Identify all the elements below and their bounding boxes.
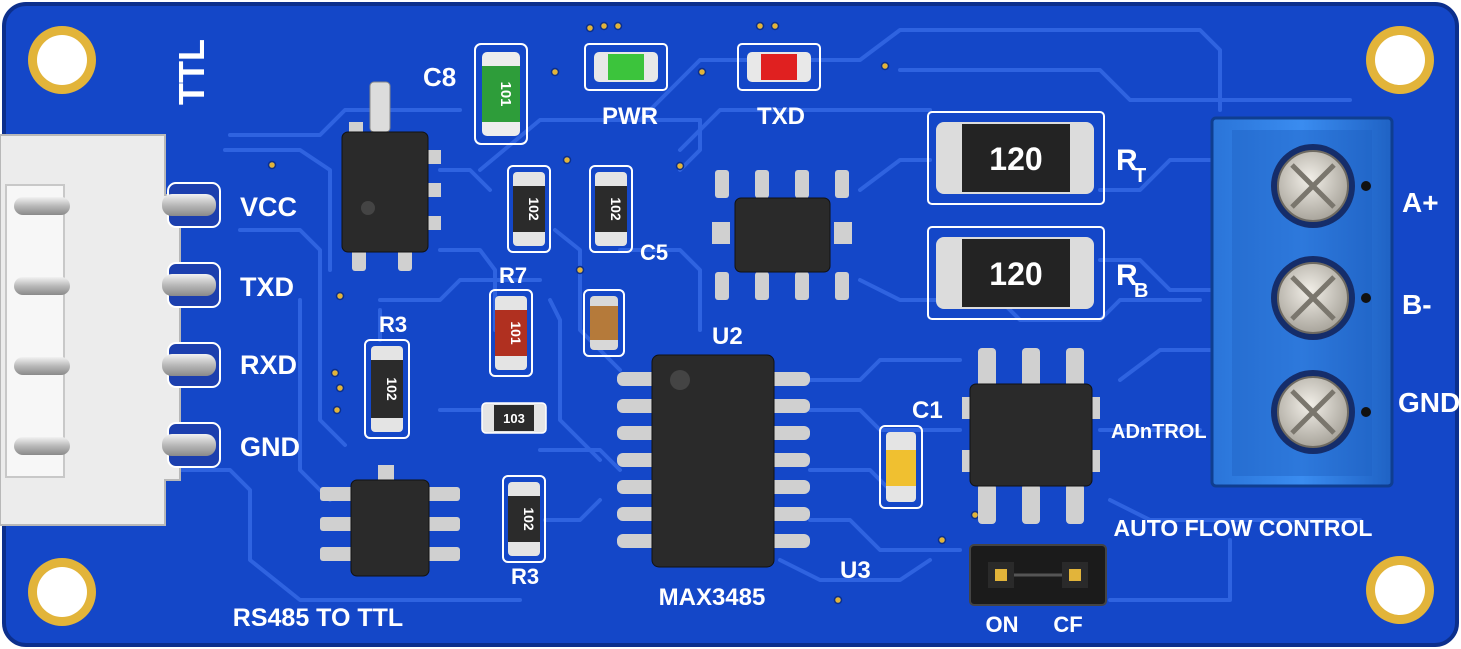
capacitor-c1 <box>879 425 923 509</box>
refdes-r3-bottom: R3 <box>511 564 539 589</box>
mark-r7: 101 <box>508 321 524 345</box>
flow-control-title: AUTO FLOW CONTROL <box>1114 515 1373 541</box>
terminal-label-b-minus: B- <box>1402 289 1432 320</box>
resistor-r3-bottom <box>502 475 546 563</box>
jumper-off-label: CF <box>1053 612 1082 637</box>
soic8-chip-left <box>320 465 460 577</box>
vias <box>267 21 980 605</box>
mark-resistor-b: 102 <box>608 197 624 221</box>
rb-label-sub: B <box>1134 280 1148 302</box>
rb-value: 120 <box>989 256 1042 292</box>
control-ic-label: ADnTROL <box>1111 421 1207 443</box>
led-label-txd: TXD <box>757 103 805 130</box>
jumper-on-label: ON <box>986 612 1019 637</box>
refdes-c5: C5 <box>640 240 668 265</box>
pin-label-vcc: VCC <box>240 192 297 222</box>
resistor-rb <box>927 226 1105 320</box>
capacitor-brown <box>583 289 625 357</box>
pin-label-rxd: RXD <box>240 350 297 380</box>
refdes-r3-top: R3 <box>379 312 407 337</box>
resistor-r7 <box>489 289 533 377</box>
mark-resistor-103: 103 <box>503 411 525 426</box>
resistor-rt <box>927 111 1105 205</box>
resistor-r3-top <box>364 339 410 439</box>
mark-r3-bottom: 102 <box>521 507 537 531</box>
pin-label-txd: TXD <box>240 272 294 302</box>
led-label-pwr: PWR <box>602 103 658 130</box>
refdes-u2: U2 <box>712 323 743 350</box>
pin-label-gnd: GND <box>240 432 300 462</box>
refdes-u3: U3 <box>840 557 871 584</box>
product-label: RS485 TO TTL <box>233 604 403 632</box>
capacitor-c8 <box>474 43 528 145</box>
terminal-label-gnd: GND <box>1398 387 1460 418</box>
resistor-b <box>589 165 633 253</box>
header-label: TTL <box>171 39 212 105</box>
led-power <box>584 43 668 91</box>
max3485-ic <box>617 354 810 568</box>
pin-header-connector[interactable] <box>0 134 221 526</box>
rt-label: R <box>1116 144 1138 177</box>
refdes-r7: R7 <box>499 263 527 288</box>
main-ic-label: MAX3485 <box>659 584 766 611</box>
refdes-c1: C1 <box>912 397 943 424</box>
soic8-chip-top <box>712 170 852 300</box>
resistor-a <box>507 165 551 253</box>
refdes-c8: C8 <box>423 62 456 92</box>
rb-label: R <box>1116 259 1138 292</box>
flow-control-jumper[interactable] <box>969 544 1107 606</box>
terminal-label-a-plus: A+ <box>1402 187 1439 218</box>
sot-transistor <box>341 81 441 271</box>
screw-terminal-block[interactable] <box>1210 116 1394 488</box>
mark-c8: 101 <box>497 81 514 106</box>
mark-resistor-a: 102 <box>526 197 542 221</box>
rt-label-sub: T <box>1134 165 1146 187</box>
resistor-103 <box>481 402 547 434</box>
control-ic <box>962 348 1100 524</box>
rt-value: 120 <box>989 141 1042 177</box>
led-tx <box>737 43 821 91</box>
screw-a-plus <box>1271 144 1371 228</box>
screw-gnd <box>1271 370 1371 454</box>
mark-r3-top: 102 <box>384 377 400 401</box>
screw-b-minus <box>1271 256 1371 340</box>
mounting-holes <box>28 26 1434 626</box>
